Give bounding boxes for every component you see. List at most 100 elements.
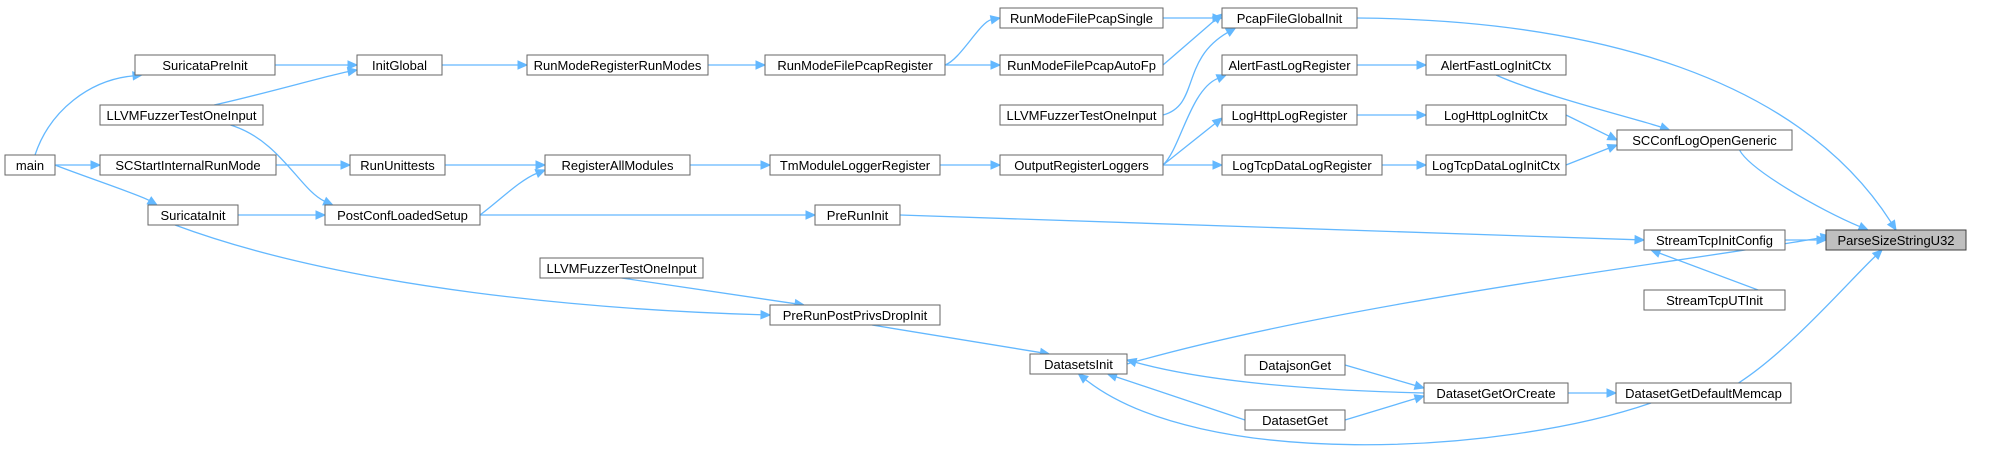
node-streamut[interactable]: StreamTcpUTInit (1643, 289, 1786, 311)
edge-arrowhead (805, 210, 817, 220)
node-tcpreg[interactable]: LogTcpDataLogRegister (1221, 154, 1383, 176)
node-box (1425, 154, 1567, 176)
edge-pcapautofp-pcapglobal (1162, 13, 1223, 66)
edge-line (899, 214, 1636, 241)
edge-arrowhead (534, 169, 547, 178)
node-box (999, 54, 1164, 76)
edge-scconf-parse (1738, 149, 1870, 231)
node-label: DatasetGetOrCreate (1436, 386, 1555, 401)
node-tmlogger[interactable]: TmModuleLoggerRegister (769, 154, 941, 176)
node-label: SCConfLogOpenGeneric (1632, 133, 1777, 148)
node-scconf[interactable]: SCConfLogOpenGeneric (1616, 129, 1793, 151)
node-box (1029, 353, 1128, 375)
node-box (1423, 382, 1569, 404)
edge-line (1115, 376, 1246, 421)
edge-preinit-initglobal (275, 60, 359, 70)
node-unittests[interactable]: RunUnittests (349, 154, 446, 176)
edge-arrowhead (990, 160, 1002, 170)
node-httpreg[interactable]: LogHttpLogRegister (1221, 104, 1358, 126)
node-alertctx[interactable]: AlertFastLogInitCtx (1425, 54, 1567, 76)
node-llvm-c[interactable]: LLVMFuzzerTestOneInput (539, 257, 704, 279)
node-pcapglobal[interactable]: PcapFileGlobalInit (1221, 7, 1358, 29)
node-label: DatasetGet (1262, 413, 1328, 428)
node-box (1221, 7, 1358, 29)
edge-arrowhead (1413, 394, 1426, 404)
node-box (539, 257, 704, 279)
node-label: LLVMFuzzerTestOneInput (546, 261, 696, 276)
node-surinit[interactable]: SuricataInit (147, 204, 239, 226)
node-datajson[interactable]: DatajsonGet (1244, 354, 1346, 376)
edge-arrowhead (1212, 160, 1224, 170)
node-box (99, 154, 277, 176)
node-main[interactable]: main (4, 154, 56, 176)
edge-line (1565, 114, 1610, 137)
node-label: AlertFastLogInitCtx (1441, 58, 1552, 73)
node-datasetmemcap[interactable]: DatasetGetDefaultMemcap (1615, 382, 1792, 404)
edge-arrowhead (990, 60, 1002, 70)
edge-line (1162, 31, 1229, 116)
node-datasetsinit[interactable]: DatasetsInit (1029, 353, 1128, 375)
node-pcapreg[interactable]: RunModeFilePcapRegister (764, 54, 946, 76)
node-postconf[interactable]: PostConfLoadedSetup (324, 204, 481, 226)
node-box (999, 7, 1164, 29)
node-pcapsingle[interactable]: RunModeFilePcapSingle (999, 7, 1164, 29)
node-llvm-a[interactable]: LLVMFuzzerTestOneInput (999, 104, 1164, 126)
edge-line (1738, 255, 1876, 384)
node-preruninit[interactable]: PreRunInit (814, 204, 901, 226)
node-alertreg[interactable]: AlertFastLogRegister (1221, 54, 1358, 76)
node-httpctx[interactable]: LogHttpLogInitCtx (1425, 104, 1567, 126)
node-label: RunUnittests (360, 158, 435, 173)
node-pcapautofp[interactable]: RunModeFilePcapAutoFp (999, 54, 1164, 76)
edge-line (1085, 379, 1652, 446)
edge-line (1135, 361, 1425, 394)
edge-line (1495, 74, 1662, 128)
edge-postconf-preruninit (480, 210, 817, 220)
node-parse[interactable]: ParseSizeStringU32 (1825, 229, 1967, 251)
edge-llvmb-initglobal (213, 67, 359, 106)
node-box (764, 54, 946, 76)
edge-arrowhead (1211, 13, 1223, 24)
node-box (134, 54, 276, 76)
edge-arrowhead (322, 196, 334, 206)
node-scstart[interactable]: SCStartInternalRunMode (99, 154, 277, 176)
node-datasetget[interactable]: DatasetGet (1244, 409, 1346, 431)
edge-arrowhead (517, 60, 529, 70)
edge-arrowhead (1224, 27, 1237, 37)
edge-arrowhead (315, 210, 327, 220)
edge-main-scstart (55, 160, 102, 170)
edge-arrowhead (1649, 248, 1662, 258)
node-box (324, 204, 481, 226)
edge-arrowhead (1215, 74, 1228, 84)
node-llvm-b[interactable]: LLVMFuzzerTestOneInput (99, 104, 264, 126)
node-initglobal[interactable]: InitGlobal (356, 54, 443, 76)
node-privsdrop[interactable]: PreRunPostPrivsDropInit (769, 304, 941, 326)
edge-getorcreate-memcap (1568, 388, 1618, 398)
node-allmodules[interactable]: RegisterAllModules (544, 154, 691, 176)
node-box (147, 204, 239, 226)
node-box (1221, 154, 1383, 176)
node-regrunmodes[interactable]: RunModeRegisterRunModes (526, 54, 709, 76)
node-label: LLVMFuzzerTestOneInput (106, 108, 256, 123)
node-box (1244, 409, 1346, 431)
edge-arrowhead (1077, 373, 1089, 384)
node-box (1643, 289, 1786, 311)
node-box (814, 204, 901, 226)
node-getorcreate[interactable]: DatasetGetOrCreate (1423, 382, 1569, 404)
node-outloggers[interactable]: OutputRegisterLoggers (999, 154, 1164, 176)
node-label: OutputRegisterLoggers (1014, 158, 1149, 173)
node-label: SuricataInit (160, 208, 225, 223)
edge-arrowhead (1125, 357, 1138, 368)
graph-nodes: ParseSizeStringU32 PcapFileGlobalInitSCCo… (4, 7, 1967, 431)
edge-line (230, 124, 325, 202)
node-preinit[interactable]: SuricataPreInit (134, 54, 276, 76)
node-box (4, 154, 56, 176)
edge-arrowhead (1416, 110, 1428, 120)
edge-datasetget-getorcreate (1344, 394, 1426, 421)
node-tcpctx[interactable]: LogTcpDataLogInitCtx (1425, 154, 1567, 176)
node-box (1244, 354, 1346, 376)
edge-datasetget-datasetsinit (1106, 372, 1246, 421)
node-streamcfg[interactable]: StreamTcpInitConfig (1643, 229, 1786, 251)
node-box (1221, 104, 1358, 126)
edge-arrowhead (760, 309, 772, 320)
node-box (356, 54, 443, 76)
